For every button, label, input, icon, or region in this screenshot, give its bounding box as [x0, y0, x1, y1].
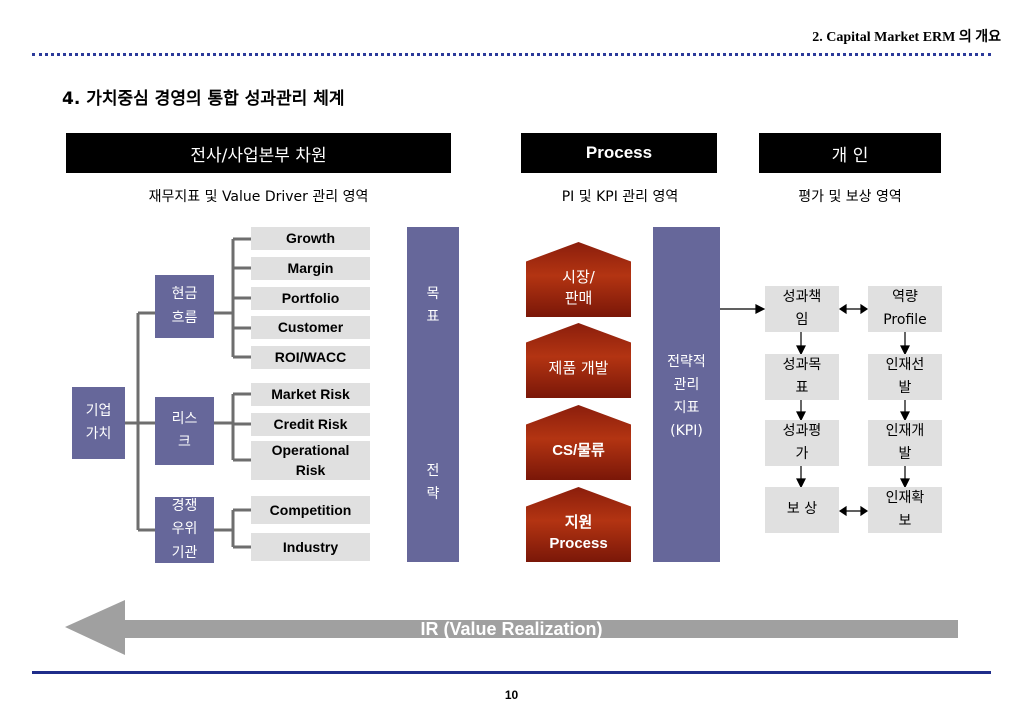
item-competition: Competition: [251, 496, 370, 524]
box-performance-goal: 성과목 표: [765, 354, 839, 400]
goal-strategy-bar: 목 표 전 략: [407, 227, 459, 562]
goal-label: 목 표: [426, 286, 440, 326]
item-operational-risk: Operational Risk: [251, 441, 370, 480]
item-margin: Margin: [251, 257, 370, 280]
kpi-bar: 전략적 관리 지표 (KPI): [653, 227, 720, 562]
box-performance-evaluation: 성과평 가: [765, 420, 839, 466]
corporate-subtitle: 재무지표 및 Value Driver 관리 영역: [148, 189, 369, 205]
group-risk: 리스 크: [155, 397, 214, 465]
header-divider: [32, 53, 991, 56]
item-portfolio: Portfolio: [251, 287, 370, 310]
individual-subtitle: 평가 및 보상 영역: [798, 189, 902, 205]
group-cash-flow: 현금 흐름: [155, 275, 214, 338]
individual-header: 개 인: [759, 133, 941, 173]
box-talent-retention: 인재확 보: [868, 487, 942, 533]
box-talent-development: 인재개 발: [868, 420, 942, 466]
group-competitive-advantage: 경쟁 우위 기관: [155, 497, 214, 563]
box-compensation: 보 상: [765, 487, 839, 533]
kpi-label: 전략적 관리 지표 (KPI): [667, 354, 706, 440]
process-header: Process: [521, 133, 717, 173]
header-title: 2. Capital Market ERM 의 개요: [812, 30, 1001, 45]
item-credit-risk: Credit Risk: [251, 413, 370, 436]
item-growth: Growth: [251, 227, 370, 250]
section-title: 4. 가치중심 경영의 통합 성과관리 체계: [62, 89, 345, 109]
box-talent-selection: 인재선 발: [868, 354, 942, 400]
strategy-label: 전 략: [426, 463, 440, 503]
item-market-risk: Market Risk: [251, 383, 370, 406]
ir-arrow-label: IR (Value Realization): [420, 619, 603, 639]
box-performance-responsibility: 성과책 임: [765, 286, 839, 332]
root-node-corporate-value: 기업 가치: [72, 387, 125, 459]
item-customer: Customer: [251, 316, 370, 339]
ir-arrow-shape: [65, 600, 958, 655]
page-number: 10: [504, 688, 519, 702]
corporate-header: 전사/사업본부 차원: [66, 133, 451, 173]
item-industry: Industry: [251, 533, 370, 561]
box-competency-profile: 역량 Profile: [868, 286, 942, 332]
footer-divider: [32, 671, 991, 674]
process-subtitle: PI 및 KPI 관리 영역: [561, 189, 679, 205]
item-roi-wacc: ROI/WACC: [251, 346, 370, 369]
